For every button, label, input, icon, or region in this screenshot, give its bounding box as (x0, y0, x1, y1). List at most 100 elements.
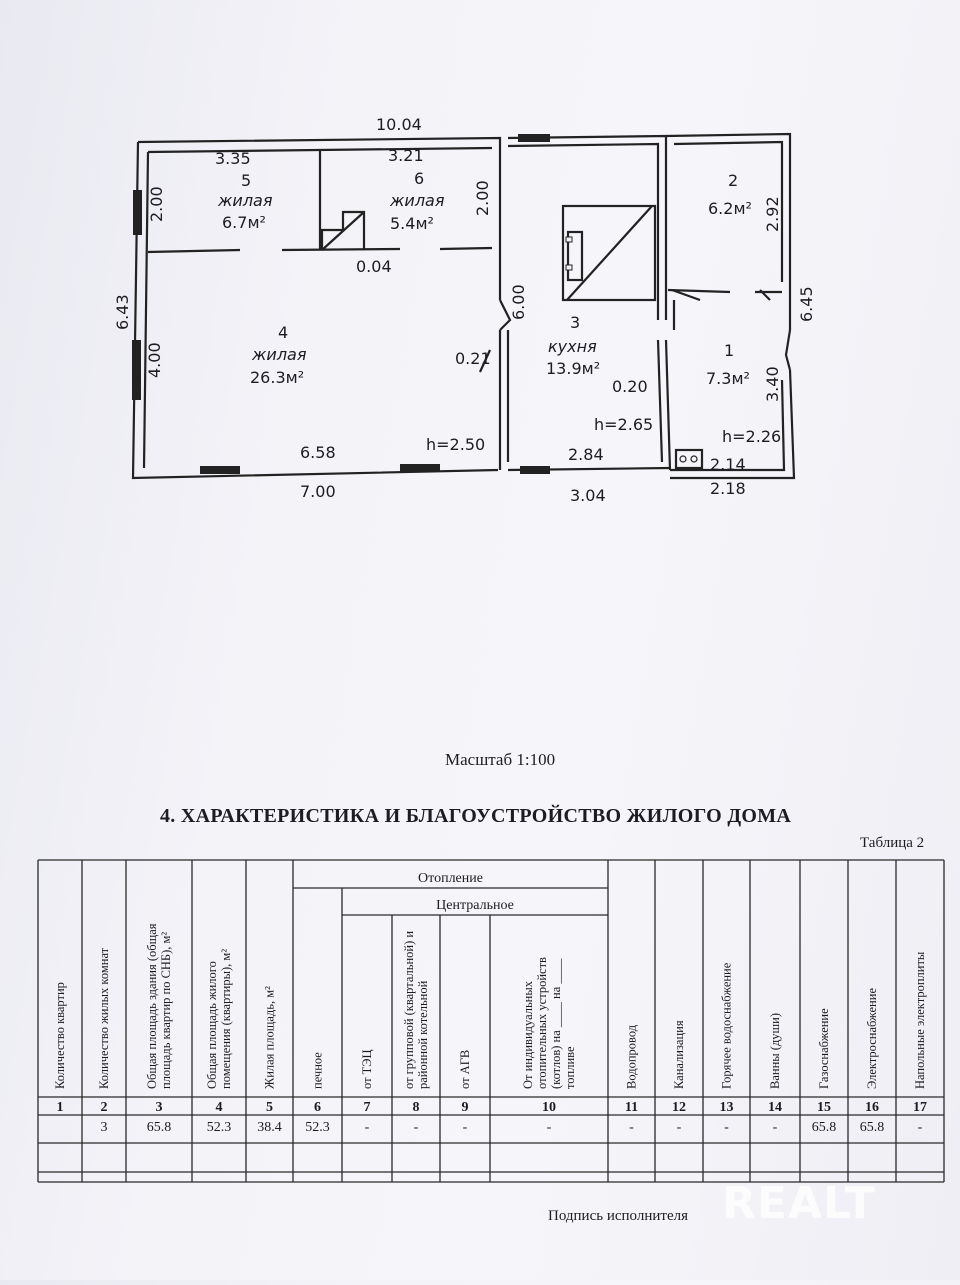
table-header-11: Водопровод (625, 1024, 639, 1089)
row1-cell-13: - (724, 1120, 729, 1135)
room4-area: 26.3м² (250, 368, 304, 387)
room5-type: жилая (217, 191, 273, 210)
row1-cell-7: - (365, 1120, 370, 1135)
row1-cell-3: 65.8 (147, 1120, 172, 1135)
room2-height: 2.92 (763, 196, 782, 232)
row1-cell-5: 38.4 (257, 1120, 282, 1135)
column-number-6: 6 (314, 1100, 321, 1115)
room3-height: 6.00 (509, 284, 528, 320)
dim-bottom-mid: 3.04 (570, 486, 606, 505)
room6-width: 3.21 (388, 146, 424, 165)
column-number-4: 4 (216, 1100, 223, 1115)
table-header-2: Количество жилых комнат (97, 947, 111, 1089)
room6-height: 2.00 (473, 180, 492, 216)
room1-ceiling: h=2.26 (722, 427, 781, 446)
column-number-10: 10 (542, 1100, 556, 1115)
room3-ceiling: h=2.65 (594, 415, 653, 434)
table-header-4: Общая площадь жилого (205, 961, 219, 1089)
row1-cell-4: 52.3 (207, 1120, 232, 1135)
room4-height: 4.00 (145, 342, 164, 378)
room3-number: 3 (570, 313, 580, 332)
table-header-13: Горячее водоснабжение (720, 962, 734, 1089)
room3-type: кухня (548, 337, 597, 356)
room4-number: 4 (278, 323, 288, 342)
scale-label: Масштаб 1:100 (445, 750, 556, 769)
table-header-6: печное (311, 1052, 325, 1089)
room5-area: 6.7м² (222, 213, 266, 232)
row1-cell-6: 52.3 (305, 1120, 330, 1135)
row1-cell-8: - (414, 1120, 419, 1135)
row1-cell-9: - (463, 1120, 468, 1135)
table-header-15: Газоснабжение (817, 1008, 831, 1089)
column-number-13: 13 (720, 1100, 734, 1115)
column-number-9: 9 (462, 1100, 469, 1115)
room1-width: 2.14 (710, 455, 746, 474)
table-header-10: отопительных устройств (535, 957, 549, 1089)
floor-plan: 10.04 6.43 6.45 7.00 3.04 2.18 3.35 5 жи… (113, 115, 816, 505)
table-header-14: Ванны (души) (768, 1013, 782, 1089)
row1-cell-16: 65.8 (860, 1120, 885, 1135)
column-number-3: 3 (156, 1100, 163, 1115)
row1-cell-12: - (677, 1120, 682, 1135)
table-header-3: Общая площадь здания (общая (145, 923, 159, 1089)
row1-cell-14: - (773, 1120, 778, 1135)
wall-thickness-c: 0.20 (612, 377, 648, 396)
table-header-10: (котлов) на ____ на ____ (549, 958, 563, 1089)
room1-height: 3.40 (763, 366, 782, 402)
row1-cell-2: 3 (101, 1120, 108, 1135)
column-number-8: 8 (413, 1100, 420, 1115)
column-number-7: 7 (364, 1100, 371, 1115)
table-header-12: Канализация (672, 1020, 686, 1089)
table-header-3: площадь квартир по СНБ), м² (159, 932, 173, 1089)
table-header-9: от АГВ (458, 1050, 472, 1089)
room6-number: 6 (414, 169, 424, 188)
room5-height: 2.00 (147, 186, 166, 222)
dim-bottom-left: 7.00 (300, 482, 336, 501)
table-header-4: помещения (квартиры), м² (219, 949, 233, 1089)
header-central: Центральное (436, 898, 514, 913)
table-header-10: топливе (563, 1046, 577, 1089)
table-header-1: Количество квартир (53, 982, 67, 1089)
room6-area: 5.4м² (390, 214, 434, 233)
column-number-11: 11 (625, 1100, 638, 1115)
wall-thickness-b: 0.21 (455, 349, 491, 368)
section-title: 4. ХАРАКТЕРИСТИКА И БЛАГОУСТРОЙСТВО ЖИЛО… (160, 805, 792, 827)
table-number-label: Таблица 2 (860, 835, 925, 851)
room4-width: 6.58 (300, 443, 336, 462)
table-header-10: От индивидуальных (521, 980, 535, 1089)
room3-width: 2.84 (568, 445, 604, 464)
column-number-5: 5 (266, 1100, 273, 1115)
column-number-2: 2 (101, 1100, 108, 1115)
dim-overall-width: 10.04 (376, 115, 422, 134)
room2-area: 6.2м² (708, 199, 752, 218)
column-number-15: 15 (817, 1100, 831, 1115)
table-header-16: Электроснабжение (865, 988, 879, 1089)
row1-cell-17: - (918, 1120, 923, 1135)
room4-ceiling: h=2.50 (426, 435, 485, 454)
column-number-1: 1 (57, 1100, 64, 1115)
table-header-17: Напольные электроплиты (913, 951, 927, 1089)
header-heating: Отопление (418, 871, 483, 886)
room5-number: 5 (241, 171, 251, 190)
room1-number: 1 (724, 341, 734, 360)
column-number-12: 12 (672, 1100, 686, 1115)
row1-cell-15: 65.8 (812, 1120, 837, 1135)
dim-left-height: 6.43 (113, 294, 132, 330)
column-number-16: 16 (865, 1100, 879, 1115)
room5-width: 3.35 (215, 149, 251, 168)
row1-cell-10: - (547, 1120, 552, 1135)
room1-area: 7.3м² (706, 369, 750, 388)
room3-area: 13.9м² (546, 359, 600, 378)
table-header-5: Жилая площадь, м² (263, 986, 277, 1089)
watermark-logo: REALT (722, 1178, 876, 1229)
dim-bottom-right: 2.18 (710, 479, 746, 498)
room4-type: жилая (251, 345, 307, 364)
table-header-7: от ТЭЦ (360, 1049, 374, 1089)
column-number-14: 14 (768, 1100, 782, 1115)
column-number-17: 17 (913, 1100, 927, 1115)
room6-type: жилая (389, 191, 445, 210)
table-header-8: районной котельной (416, 980, 430, 1089)
signature-label: Подпись исполнителя (548, 1208, 688, 1224)
wall-thickness-a: 0.04 (356, 257, 392, 276)
table-header-8: от групповой (квартальной) и (402, 931, 416, 1089)
